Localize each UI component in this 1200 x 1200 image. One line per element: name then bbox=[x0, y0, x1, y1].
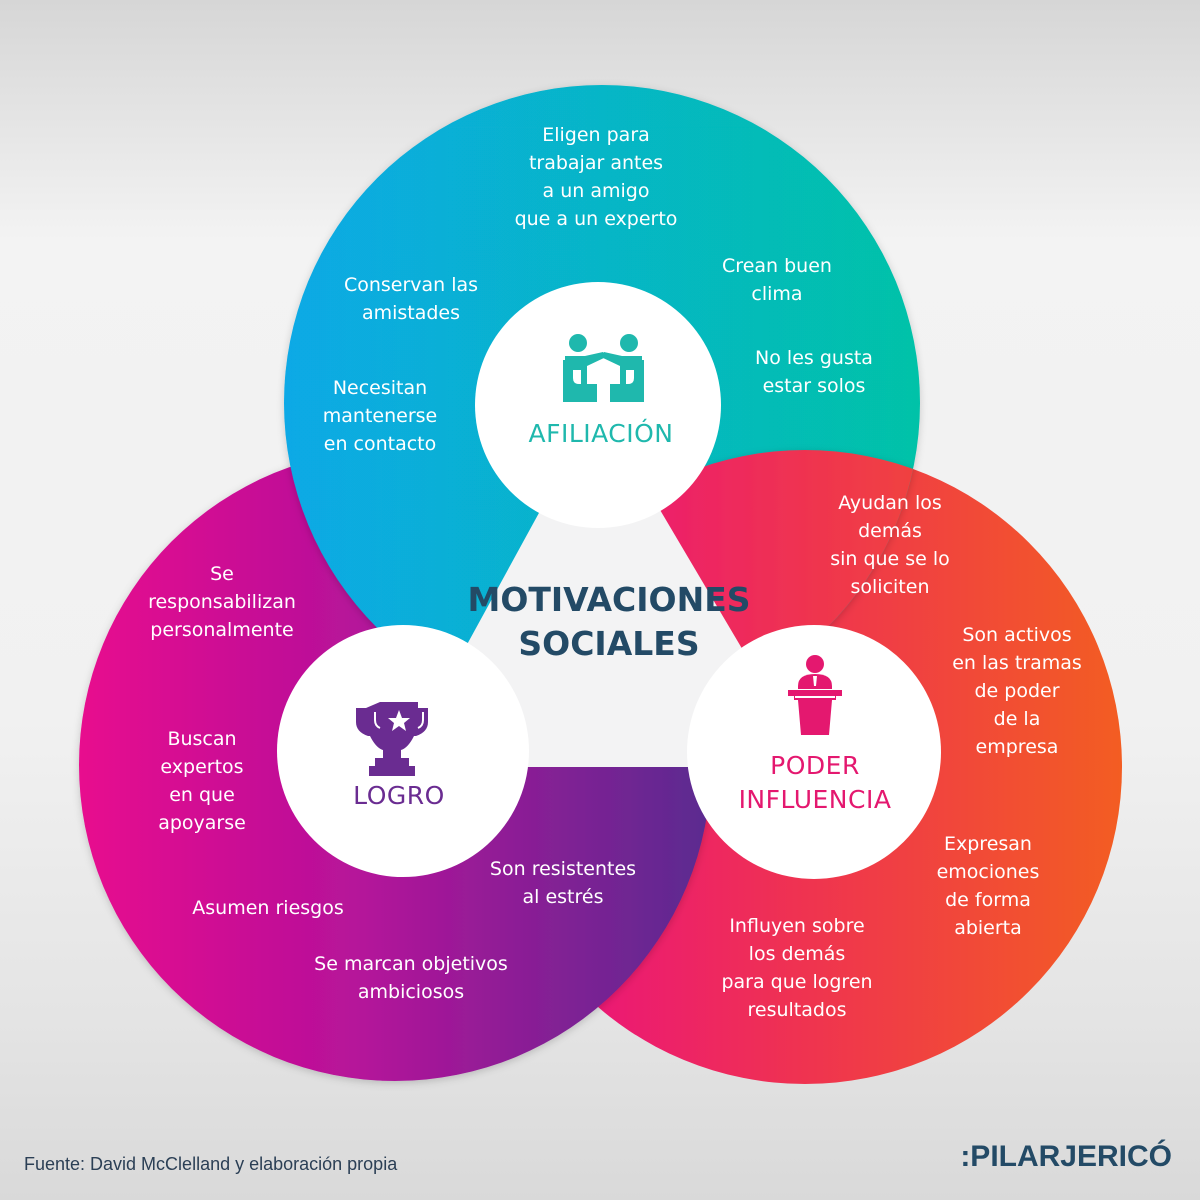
diagram-title: MOTIVACIONES SOCIALES bbox=[467, 580, 751, 663]
brand-logo: :PILARJERICÓ bbox=[960, 1140, 1172, 1173]
poder-item: Influyen sobre los demás para que logren… bbox=[721, 915, 873, 1021]
poder-item: Son activos en las tramas de poder de la… bbox=[952, 624, 1082, 758]
meeting-people-icon bbox=[563, 334, 644, 402]
trophy-icon bbox=[356, 702, 428, 776]
afiliacion-item: Necesitan mantenerse en contacto bbox=[322, 377, 438, 455]
afiliacion-label: AFILIACIÓN bbox=[528, 419, 674, 448]
afiliacion-item: Conservan las amistades bbox=[343, 274, 479, 324]
poder-item: Expresan emociones de forma abierta bbox=[936, 833, 1040, 939]
logro-item: Se responsabilizan personalmente bbox=[148, 563, 296, 641]
poder-inner-circle bbox=[687, 625, 941, 879]
logro-item: Son resistentes al estrés bbox=[489, 858, 637, 908]
logro-inner-circle bbox=[277, 625, 529, 877]
logro-item: Asumen riesgos bbox=[192, 897, 344, 919]
speaker-podium-icon bbox=[788, 655, 842, 735]
afiliacion-item: Crean buen clima bbox=[722, 255, 832, 305]
source-citation: Fuente: David McClelland y elaboración p… bbox=[24, 1154, 398, 1174]
logro-item: Buscan expertos en que apoyarse bbox=[158, 728, 246, 834]
afiliacion-inner-circle bbox=[475, 282, 721, 528]
poder-item: Ayudan los demás sin que se lo soliciten bbox=[830, 492, 950, 598]
logro-label: LOGRO bbox=[353, 781, 445, 810]
afiliacion-item: No les gusta estar solos bbox=[755, 347, 873, 397]
poder-label: PODER INFLUENCIA bbox=[738, 751, 892, 814]
afiliacion-item: Eligen para trabajar antes a un amigo qu… bbox=[514, 124, 678, 230]
logro-item: Se marcan objetivos ambiciosos bbox=[314, 953, 508, 1003]
